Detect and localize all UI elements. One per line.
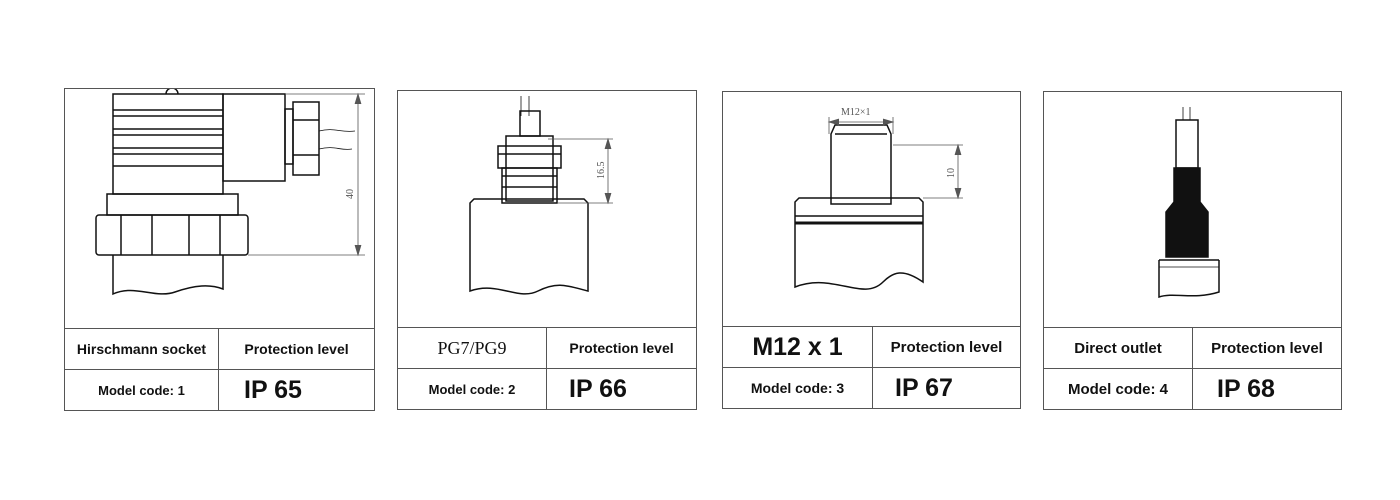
protection-header: Protection level: [890, 338, 1003, 356]
connector-type: Direct outlet: [1044, 328, 1193, 368]
protection-level: IP 67: [895, 373, 953, 402]
spec-table: Hirschmann socket Protection level Model…: [65, 328, 374, 410]
connector-type: Hirschmann socket: [65, 329, 219, 369]
protection-level: IP 65: [244, 375, 302, 404]
connector-type: M12 x 1: [723, 327, 873, 367]
protection-level: IP 66: [569, 374, 627, 403]
m12-connector-drawing: M12×1 10: [794, 107, 963, 290]
protection-header: Protection level: [1211, 339, 1323, 357]
dimension-label: 40: [345, 189, 356, 199]
protection-header: Protection level: [244, 341, 349, 357]
model-code: Model code: 4: [1044, 369, 1193, 409]
model-code: Model code: 3: [723, 368, 873, 408]
hirschmann-socket-drawing: 40: [95, 89, 365, 296]
option-card-m12: M12×1 10 M12 x 1 Protection level Model …: [722, 91, 1021, 409]
pg-gland-drawing: 16.5: [469, 96, 613, 295]
direct-outlet-drawing: [1158, 107, 1220, 299]
spec-table: Direct outlet Protection level Model cod…: [1044, 327, 1341, 409]
protection-level: IP 68: [1217, 374, 1275, 403]
spec-table: PG7/PG9 Protection level Model code: 2 I…: [398, 327, 696, 409]
connector-type: PG7/PG9: [398, 328, 547, 368]
dimension-label: 10: [946, 168, 957, 178]
protection-header: Protection level: [569, 340, 674, 356]
option-card-pg: 16.5 PG7/PG9 Protection level Model code…: [397, 90, 697, 410]
model-code: Model code: 2: [398, 369, 547, 409]
thread-label: M12×1: [841, 107, 871, 118]
model-code: Model code: 1: [65, 370, 219, 410]
option-card-hirschmann: 40 Hirschmann socket Protection level Mo…: [64, 88, 375, 411]
spec-table: M12 x 1 Protection level Model code: 3 I…: [723, 326, 1020, 408]
dimension-label: 16.5: [596, 162, 607, 180]
option-card-direct: Direct outlet Protection level Model cod…: [1043, 91, 1342, 410]
